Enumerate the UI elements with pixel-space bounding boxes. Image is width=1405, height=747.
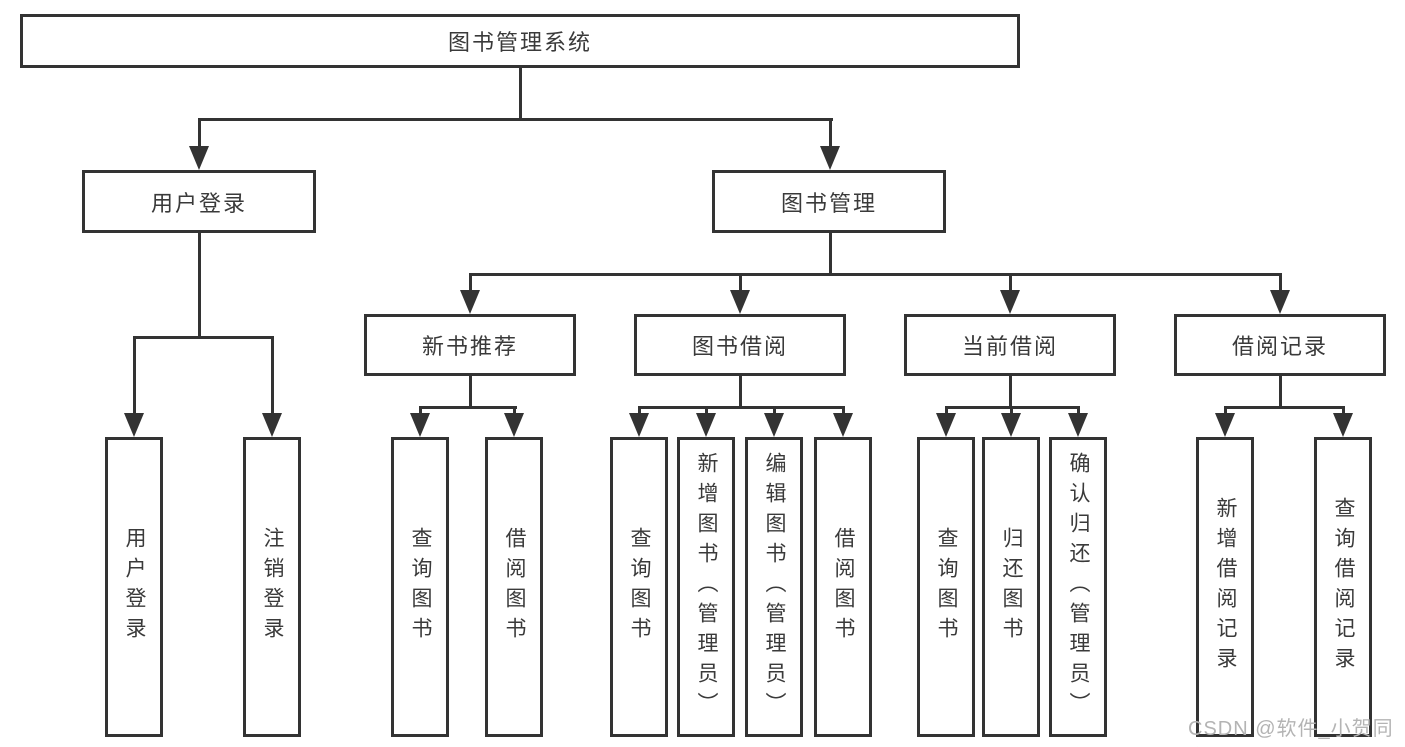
node-current-borrowing: 当前借阅 <box>904 314 1116 376</box>
connector-line <box>469 273 1282 276</box>
leaf-query-books-b: 查询图书 <box>610 437 668 737</box>
arrow-down-icon <box>1001 413 1021 437</box>
connector-line <box>1224 406 1345 409</box>
watermark: CSDN @软件_小贺同学 <box>1188 718 1394 740</box>
leaf-query-books-c: 查询图书 <box>917 437 975 737</box>
connector-line <box>133 336 136 424</box>
connector-line <box>198 118 833 121</box>
arrow-down-icon <box>629 413 649 437</box>
connector-line <box>638 406 845 409</box>
connector-line <box>1279 376 1282 408</box>
connector-line <box>1009 273 1012 301</box>
arrow-down-icon <box>410 413 430 437</box>
arrow-down-icon <box>189 146 209 170</box>
arrow-down-icon <box>1270 290 1290 314</box>
connector-line <box>519 68 522 120</box>
arrow-down-icon <box>1215 413 1235 437</box>
leaf-edit-book-admin: 编辑图书（管理员） <box>745 437 803 737</box>
leaf-logout: 注销登录 <box>243 437 301 737</box>
connector-line <box>829 118 832 158</box>
arrow-down-icon <box>1333 413 1353 437</box>
connector-line <box>739 376 742 408</box>
arrow-down-icon <box>460 290 480 314</box>
node-library-system: 图书管理系统 <box>20 14 1020 68</box>
leaf-add-book-admin: 新增图书（管理员） <box>677 437 735 737</box>
connector-line <box>133 336 274 339</box>
connector-line <box>469 273 472 301</box>
leaf-query-books-a: 查询图书 <box>391 437 449 737</box>
leaf-confirm-return-admin: 确认归还（管理员） <box>1049 437 1107 737</box>
leaf-query-borrow-record: 查询借阅记录 <box>1314 437 1372 737</box>
connector-line <box>198 233 201 338</box>
arrow-down-icon <box>124 413 144 437</box>
node-new-book-recommend: 新书推荐 <box>364 314 576 376</box>
connector-line <box>1009 376 1012 408</box>
arrow-down-icon <box>262 413 282 437</box>
leaf-borrow-books-a: 借阅图书 <box>485 437 543 737</box>
leaf-user-login: 用户登录 <box>105 437 163 737</box>
node-user-login: 用户登录 <box>82 170 316 233</box>
leaf-return-books: 归还图书 <box>982 437 1040 737</box>
connector-line <box>1279 273 1282 301</box>
arrow-down-icon <box>504 413 524 437</box>
connector-line <box>739 273 742 301</box>
arrow-down-icon <box>936 413 956 437</box>
node-book-management: 图书管理 <box>712 170 946 233</box>
connector-line <box>271 336 274 424</box>
node-book-borrowing: 图书借阅 <box>634 314 846 376</box>
arrow-down-icon <box>764 413 784 437</box>
connector-line <box>419 406 517 409</box>
arrow-down-icon <box>730 290 750 314</box>
arrow-down-icon <box>833 413 853 437</box>
connector-line <box>198 118 201 158</box>
node-borrowing-records: 借阅记录 <box>1174 314 1386 376</box>
leaf-borrow-books-b: 借阅图书 <box>814 437 872 737</box>
connector-line <box>469 376 472 408</box>
leaf-add-borrow-record: 新增借阅记录 <box>1196 437 1254 737</box>
arrow-down-icon <box>1000 290 1020 314</box>
arrow-down-icon <box>696 413 716 437</box>
arrow-down-icon <box>1068 413 1088 437</box>
connector-line <box>829 233 832 275</box>
arrow-down-icon <box>820 146 840 170</box>
